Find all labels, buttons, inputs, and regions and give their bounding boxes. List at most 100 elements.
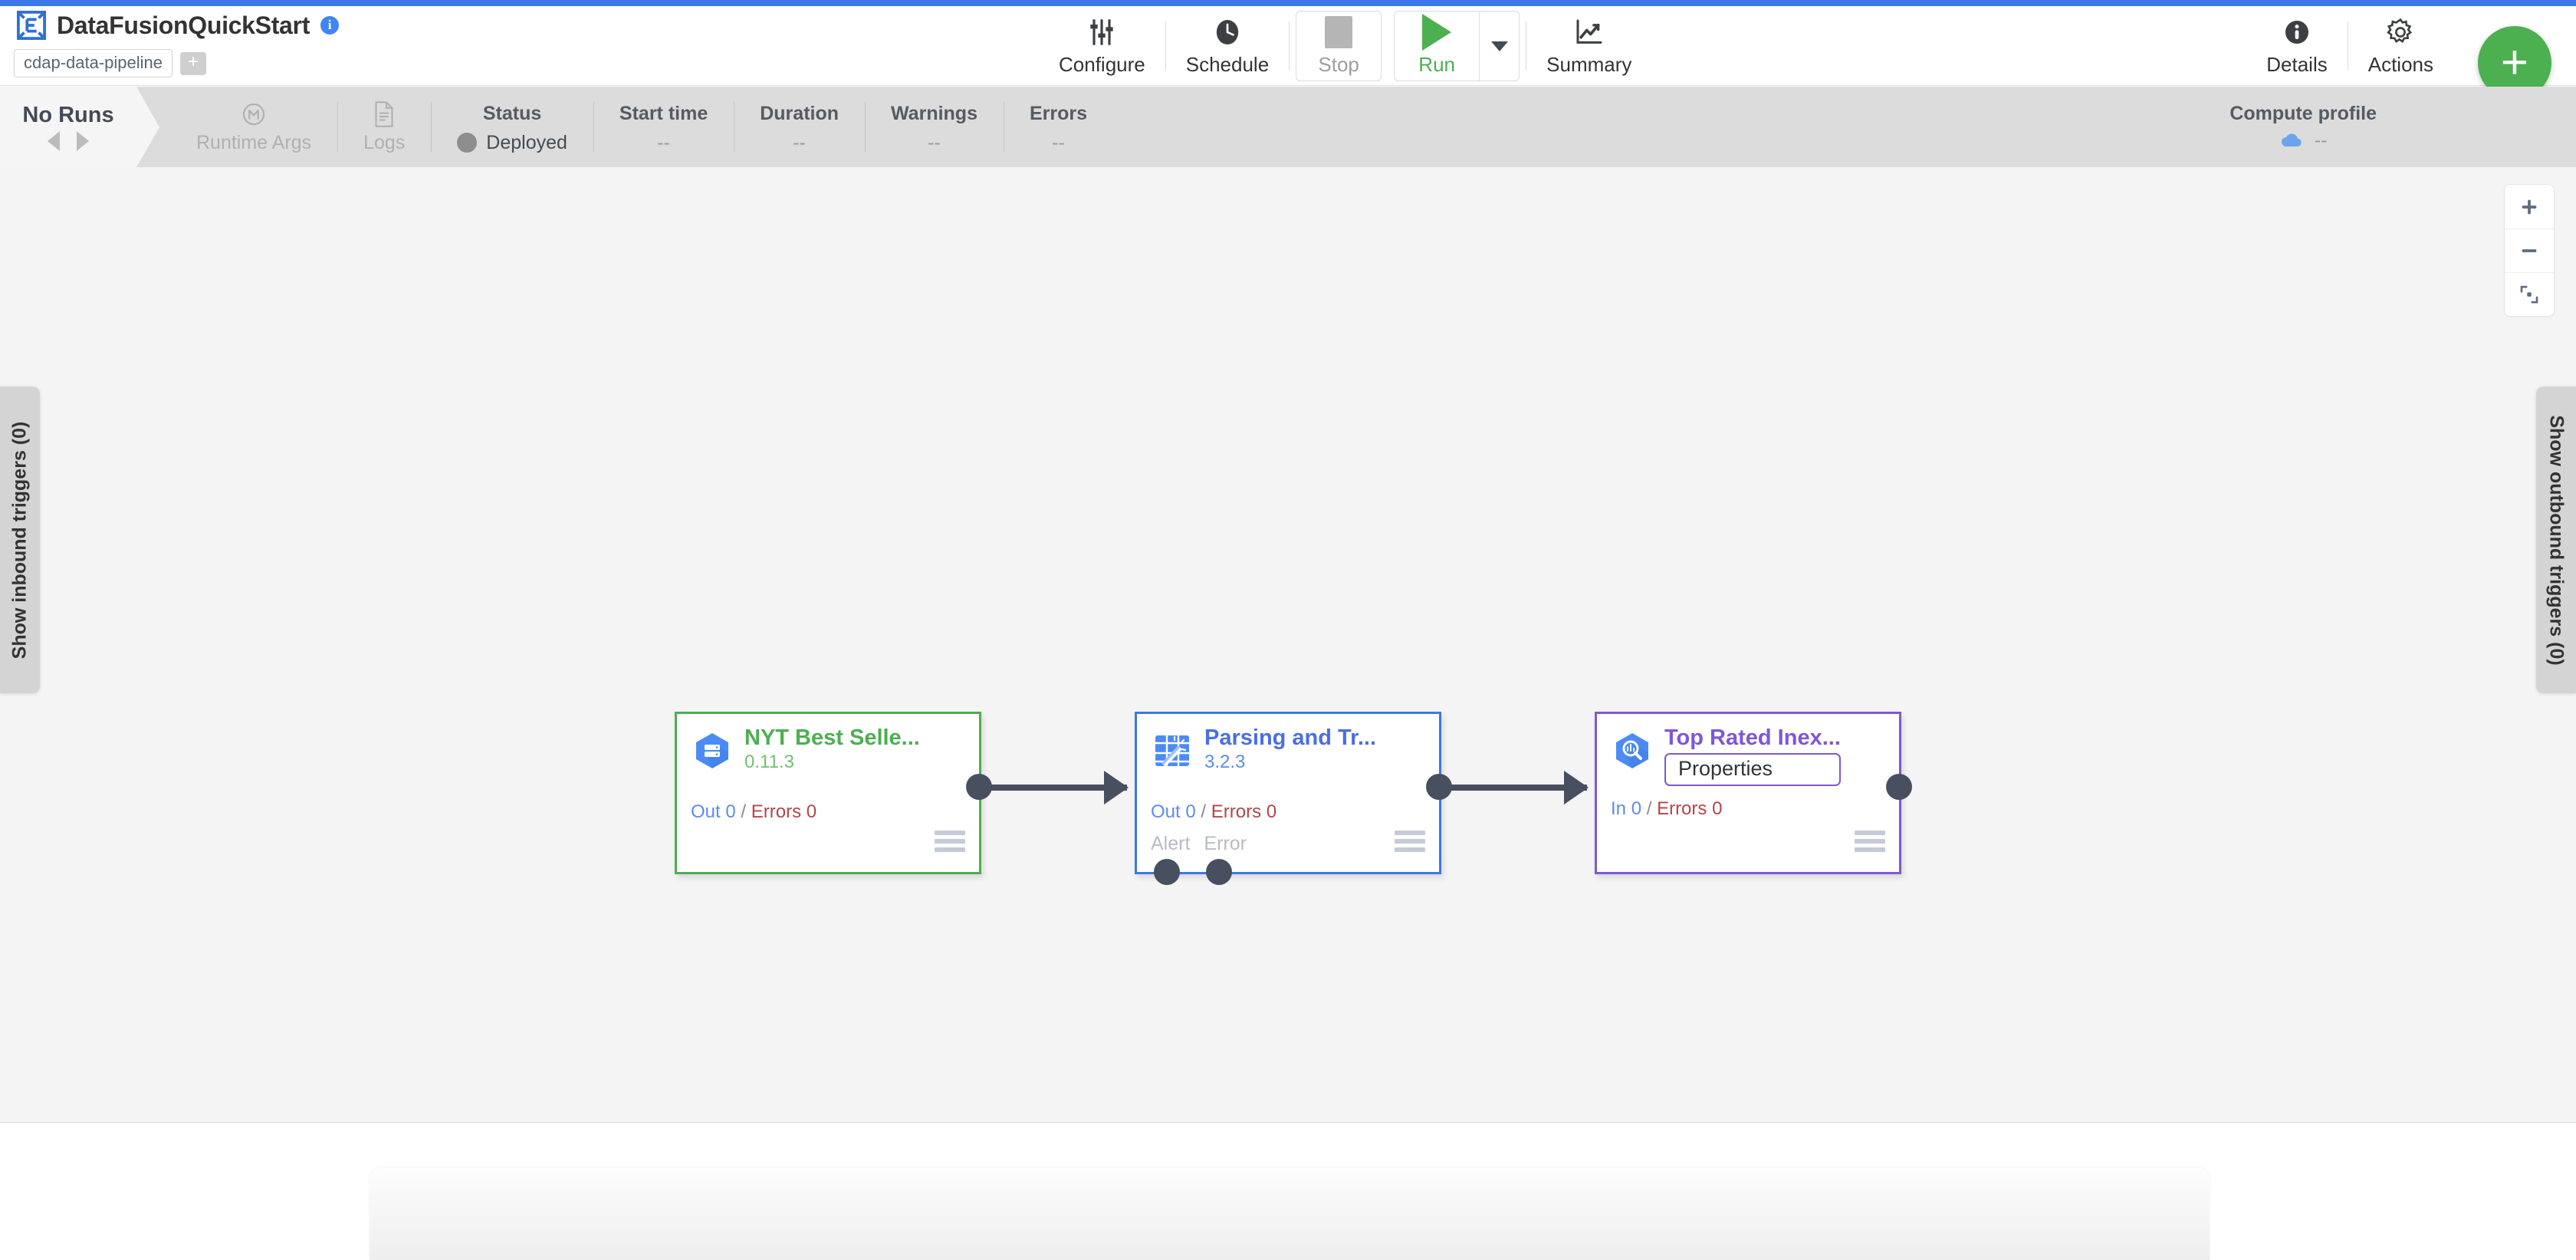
runs-nav [48, 131, 89, 151]
zoom-in-button[interactable] [2505, 185, 2554, 229]
run-status-bar: No Runs Runtime Args [0, 87, 2576, 167]
pipeline-artifact-row: cdap-data-pipeline + [14, 49, 207, 77]
play-triangle-icon [1422, 13, 1452, 51]
node-errors-label: Errors [1211, 801, 1262, 822]
toolbar-right-group: Details Actions [2246, 11, 2453, 81]
compute-profile[interactable]: Compute profile -- [2229, 87, 2377, 167]
inbound-triggers-tab[interactable]: Show inbound triggers (0) [0, 387, 40, 693]
bigquery-hexagon-icon [1616, 733, 1648, 768]
node-port-labels: Alert Error [1151, 833, 1247, 855]
fit-screen-button[interactable] [2505, 272, 2554, 316]
outbound-triggers-tab[interactable]: Show outbound triggers (0) [2536, 387, 2576, 693]
configure-button[interactable]: Configure [1039, 11, 1165, 81]
inbound-triggers-label: Show inbound triggers (0) [8, 421, 31, 659]
metric-errors-value: -- [1052, 131, 1065, 153]
hamburger-menu-icon[interactable] [1395, 831, 1425, 852]
node-metrics: In 0 / Errors 0 [1611, 798, 1722, 820]
metric-status: Status Deployed [431, 87, 593, 167]
node-titles: Parsing and Tr... 3.2.3 [1204, 725, 1377, 775]
schedule-button[interactable]: Schedule [1166, 11, 1289, 81]
node-output-port[interactable] [1886, 774, 1912, 800]
toolbar-divider [1289, 21, 1290, 71]
node-metrics: Out 0 / Errors 0 [691, 801, 816, 823]
node-errors-value: 0 [1266, 801, 1277, 822]
node-out-label: Out [691, 801, 721, 822]
node-in-value: 0 [1631, 798, 1642, 819]
top-accent-bar [0, 0, 2576, 6]
node-output-port[interactable] [1426, 774, 1452, 800]
summary-button[interactable]: Summary [1526, 11, 1651, 81]
node-error-port-label: Error [1204, 833, 1247, 854]
metric-start-time-value: -- [657, 131, 670, 153]
bottom-drawer-panel[interactable] [370, 1168, 2210, 1260]
pipeline-node-sink[interactable]: Top Rated Inex... Properties In 0 / Erro… [1595, 712, 1912, 874]
metric-logs-label: Logs [363, 131, 406, 153]
pipeline-canvas[interactable]: Show inbound triggers (0) Show outbound … [0, 167, 2576, 1123]
actions-button[interactable]: Actions [2348, 11, 2453, 81]
compute-profile-value-row: -- [2279, 130, 2327, 152]
toolbar-divider [1165, 21, 1166, 71]
node-titles: Top Rated Inex... Properties [1664, 725, 1841, 787]
cdap-logo-icon [17, 11, 46, 40]
metric-start-time: Start time -- [593, 87, 734, 167]
hamburger-menu-icon[interactable] [1855, 831, 1885, 852]
metric-warnings-label: Warnings [891, 103, 978, 124]
node-metric-sep: / [1201, 801, 1207, 822]
metric-status-value: Deployed [486, 131, 567, 153]
info-icon[interactable]: i [320, 16, 340, 35]
configure-label: Configure [1059, 52, 1145, 76]
document-icon [373, 100, 396, 128]
summary-label: Summary [1546, 52, 1632, 76]
stop-button[interactable]: Stop [1296, 12, 1381, 81]
zoom-controls [2504, 184, 2555, 317]
actions-label: Actions [2367, 52, 2433, 76]
node-alert-port-label: Alert [1151, 833, 1191, 854]
connector-1 [989, 785, 1127, 791]
node-error-port[interactable] [1206, 859, 1232, 885]
details-button[interactable]: Details [2246, 11, 2347, 81]
run-button[interactable]: Run [1395, 12, 1479, 81]
node-errors-label: Errors [751, 801, 802, 822]
caret-left-icon[interactable] [48, 131, 60, 151]
runs-title: No Runs [22, 103, 114, 127]
caret-right-icon[interactable] [77, 131, 89, 151]
status-dot-icon [457, 133, 478, 153]
node-metrics: Out 0 / Errors 0 [1151, 801, 1276, 823]
node-out-value: 0 [1185, 801, 1196, 822]
run-label: Run [1418, 52, 1455, 76]
sliders-icon [1086, 16, 1117, 48]
node-alert-port[interactable] [1154, 859, 1180, 885]
metric-logs[interactable]: Logs [337, 87, 431, 167]
node-name: Parsing and Tr... [1204, 725, 1377, 750]
stop-label: Stop [1318, 52, 1359, 76]
artifact-type-chip[interactable]: cdap-data-pipeline [14, 49, 173, 77]
wrangler-icon [1155, 735, 1189, 767]
connector-1-arrow-icon [1104, 771, 1129, 804]
node-metric-sep: / [1646, 798, 1652, 819]
info-filled-icon [2282, 16, 2312, 48]
metric-warnings-value: -- [928, 131, 941, 153]
pipeline-node-source[interactable]: NYT Best Selle... 0.11.3 Out 0 / Errors … [675, 712, 992, 874]
node-name: Top Rated Inex... [1664, 725, 1841, 750]
metric-errors-label: Errors [1029, 103, 1088, 124]
node-out-label: Out [1151, 801, 1181, 822]
node-properties-button[interactable]: Properties [1664, 753, 1841, 787]
hamburger-menu-icon[interactable] [935, 831, 965, 852]
status-badge: Deployed [457, 132, 567, 154]
metric-runtime-args[interactable]: Runtime Args [170, 87, 337, 167]
pipeline-identity: DataFusionQuickStart i [17, 11, 340, 40]
add-tag-button[interactable]: + [180, 51, 207, 75]
page-title: DataFusionQuickStart [57, 11, 310, 39]
pipeline-node-transform[interactable]: Parsing and Tr... 3.2.3 Out 0 / Errors 0… [1135, 712, 1452, 885]
gcs-hexagon-icon [696, 733, 728, 768]
node-in-label: In [1611, 798, 1627, 819]
schedule-label: Schedule [1185, 52, 1270, 76]
metric-duration-label: Duration [760, 103, 840, 124]
metric-status-label: Status [482, 103, 542, 124]
metric-start-time-label: Start time [619, 103, 708, 124]
node-output-port[interactable] [966, 774, 992, 800]
details-label: Details [2266, 52, 2328, 76]
zoom-out-button[interactable] [2505, 229, 2554, 272]
node-version: 0.11.3 [744, 752, 794, 773]
run-options-dropdown[interactable] [1479, 12, 1519, 81]
